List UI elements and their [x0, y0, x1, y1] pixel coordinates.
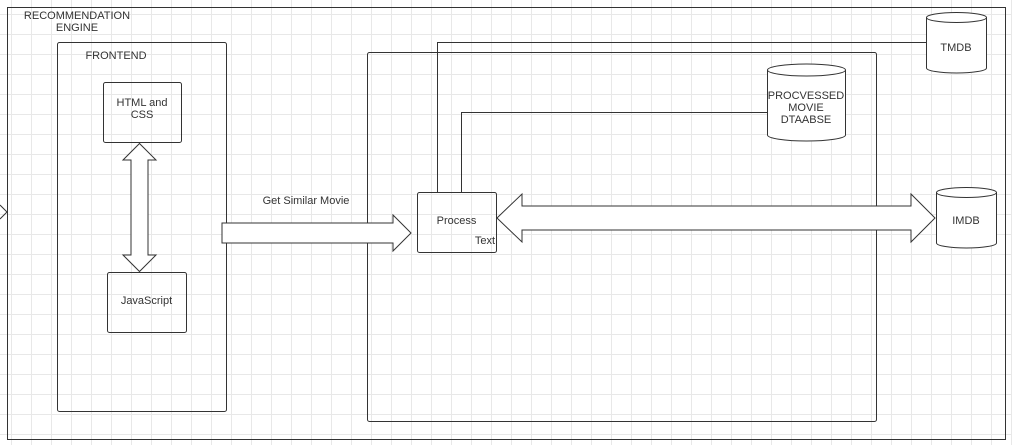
html-css-label: HTML and CSS: [116, 97, 168, 121]
process-box[interactable]: [417, 192, 497, 253]
processed-movie-db-label: PROCVESSED MOVIE DTAABSE: [767, 90, 845, 126]
javascript-box[interactable]: [107, 272, 187, 333]
process-imdb-double-arrow[interactable]: [496, 192, 936, 244]
javascript-label: JavaScript: [120, 295, 173, 307]
process-label: Process: [436, 215, 477, 227]
recommendation-engine-title: RECOMMENDATION ENGINE: [23, 10, 131, 34]
imdb-label: IMDB: [952, 215, 980, 227]
processed-movie-db-cylinder[interactable]: [767, 63, 846, 142]
process-tmdb-connector[interactable]: [437, 42, 927, 193]
tmdb-cylinder[interactable]: [926, 12, 987, 74]
html-css-box[interactable]: [103, 82, 182, 143]
frontend-title: FRONTEND: [85, 50, 147, 62]
frontend-double-arrow[interactable]: [121, 142, 158, 273]
tmdb-label: TMDB: [940, 42, 972, 54]
imdb-cylinder[interactable]: [936, 187, 997, 249]
get-similar-movie-arrow[interactable]: [221, 213, 412, 253]
process-text-label: Text: [474, 235, 496, 247]
recommendation-engine-container[interactable]: [7, 7, 1006, 440]
process-processed-db-connector[interactable]: [461, 112, 768, 193]
left-edge-connector: [0, 204, 8, 220]
get-similar-movie-label: Get Similar Movie: [262, 195, 350, 207]
